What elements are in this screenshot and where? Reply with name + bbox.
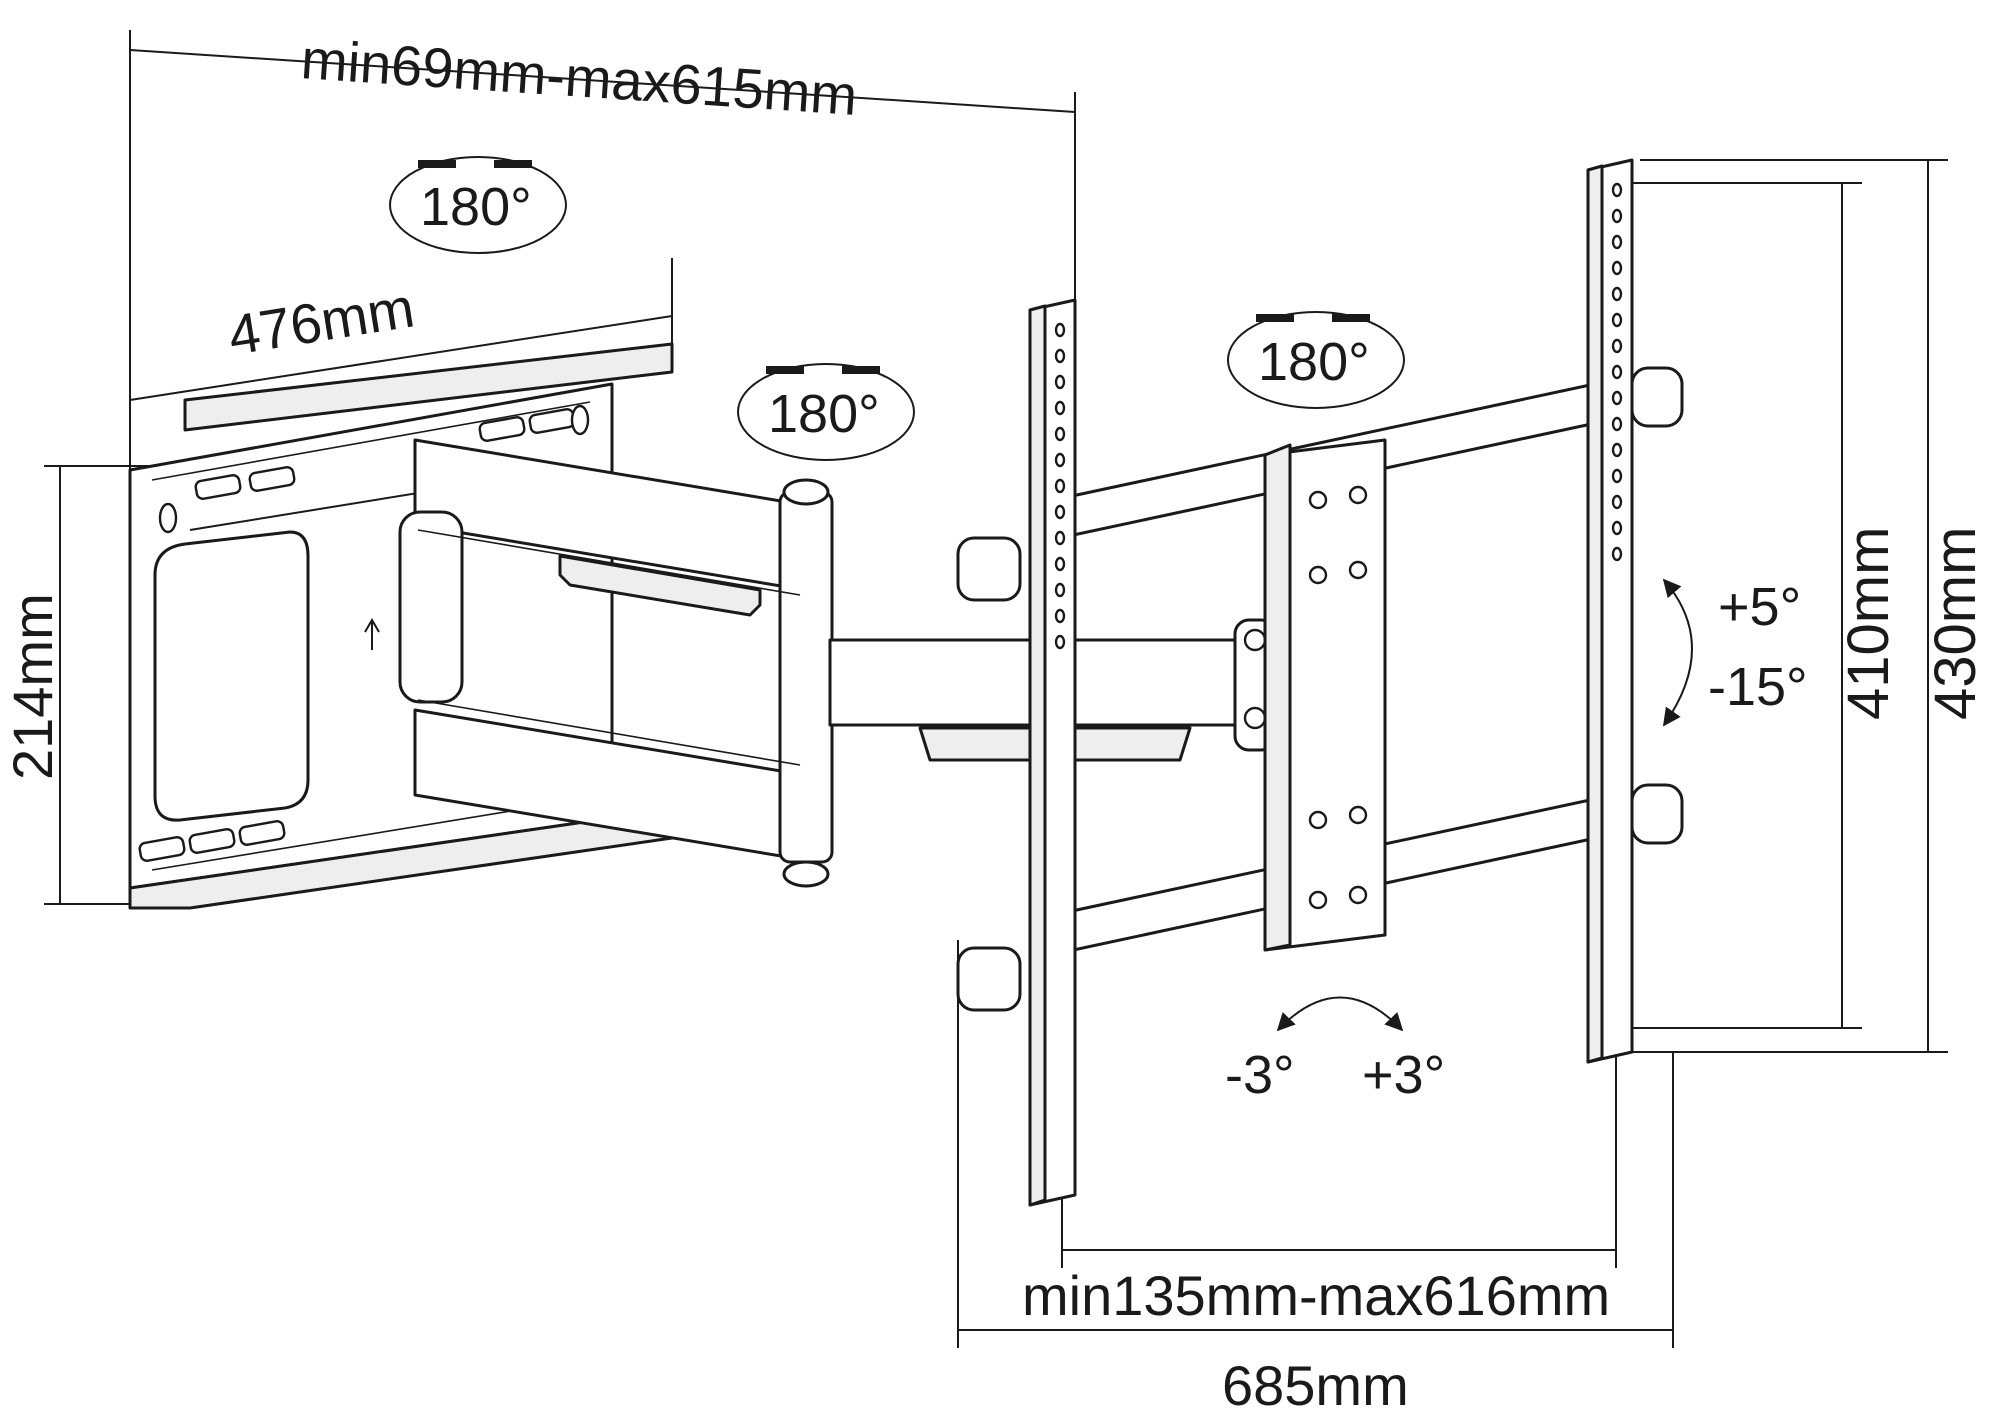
tilt-down-label: -15° <box>1708 657 1808 717</box>
bracket-hole <box>1611 494 1623 510</box>
tilt-up-label: +5° <box>1718 577 1801 637</box>
bracket-hole <box>1054 530 1066 546</box>
swivel-label-1: 180° <box>420 177 532 237</box>
bracket-hole <box>1054 582 1066 598</box>
swivel-indicator-3: 180° <box>1227 311 1405 409</box>
swivel-indicator-1: 180° <box>389 156 567 254</box>
bracket-hole <box>1054 374 1066 390</box>
level-right-label: +3° <box>1362 1045 1445 1105</box>
bracket-hole <box>1054 400 1066 416</box>
bracket-hole <box>1611 416 1623 432</box>
first-arm <box>398 438 834 888</box>
bracket-hole <box>1611 364 1623 380</box>
swivel-indicator-2: 180° <box>737 363 915 461</box>
inner-height-label: 410mm <box>1836 527 1901 720</box>
bracket-hole <box>1054 556 1066 572</box>
bracket-hole <box>1611 546 1623 562</box>
bracket-hole <box>1611 234 1623 250</box>
outer-height-label: 430mm <box>1923 527 1988 720</box>
bracket-hole <box>1611 208 1623 224</box>
dimension-lines <box>44 30 1948 1348</box>
bracket-hole <box>1054 452 1066 468</box>
bracket-hole <box>1611 182 1623 198</box>
bracket-hole <box>1611 468 1623 484</box>
wall-arm-extension-label: min69mm-max615mm <box>299 27 859 127</box>
tilt-indicator: +5° -15° <box>1662 577 1808 727</box>
tv-bracket <box>956 158 1684 1207</box>
bracket-hole <box>1611 312 1623 328</box>
bracket-hole-rows <box>1054 182 1623 650</box>
swivel-label-2: 180° <box>768 384 880 444</box>
bracket-hole <box>1054 426 1066 442</box>
total-width-label: 685mm <box>1222 1354 1409 1411</box>
bracket-hole <box>1611 338 1623 354</box>
bracket-hole <box>1054 478 1066 494</box>
bracket-hole <box>1611 442 1623 458</box>
swivel-label-3: 180° <box>1258 332 1370 392</box>
rotation-indicators: 180° 180° 180° +5° -15° -3° +3° <box>389 156 1808 1105</box>
level-left-label: -3° <box>1225 1045 1295 1105</box>
wall-plate-width-label: 476mm <box>224 275 418 366</box>
tv-bracket-spread-label: min135mm-max616mm <box>1022 1264 1610 1327</box>
bracket-hole <box>1054 504 1066 520</box>
bracket-hole <box>1054 608 1066 624</box>
bracket-hole <box>1054 322 1066 338</box>
wall-plate-height-label: 214mm <box>1 593 64 780</box>
bracket-hole <box>1054 348 1066 364</box>
level-indicator: -3° +3° <box>1225 996 1445 1105</box>
bracket-hole <box>1054 634 1066 650</box>
bracket-hole <box>1611 390 1623 406</box>
bracket-hole <box>1611 286 1623 302</box>
bracket-hole <box>1611 260 1623 276</box>
bracket-hole <box>1611 520 1623 536</box>
